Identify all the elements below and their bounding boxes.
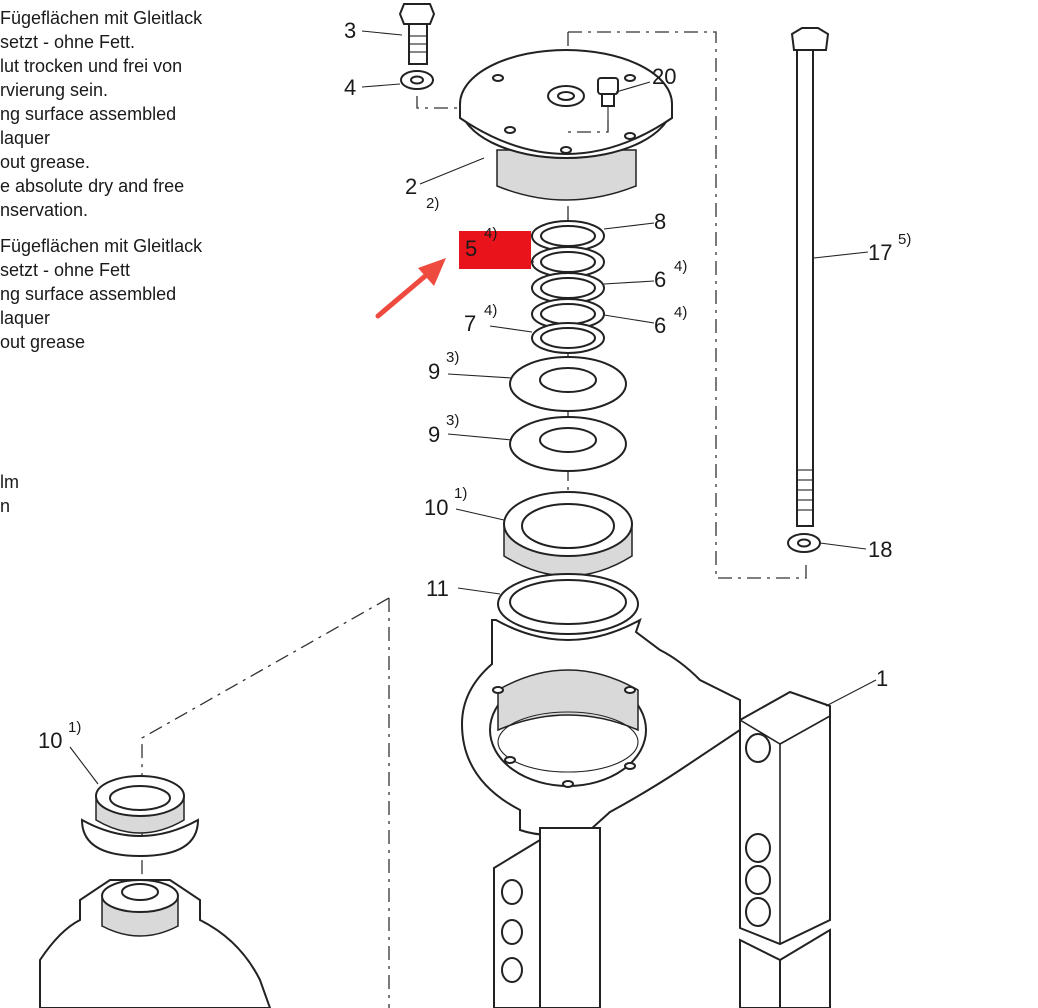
note-line: ng surface assembled [0,284,177,304]
callout-7: 7 [464,311,476,336]
note-line: setzt - ohne Fett. [0,32,136,52]
callout-10: 10 [424,495,448,520]
callout-4: 4 [344,75,356,100]
note-line: Fügeflächen mit Gleitlack [0,8,203,28]
note-line: n [0,496,11,516]
callout-10-note: 1) [454,485,467,502]
lower-detail-bushing [80,775,200,858]
note-line: e absolute dry and free [0,176,185,196]
callout-10-lower-note: 1) [68,719,81,736]
callout-6a-note: 4) [674,258,687,275]
assembly-center-lines [141,31,807,1008]
note-line: laquer [0,308,51,328]
callout-18: 18 [868,537,892,562]
note-line: out grease [0,332,86,352]
ring-part-11 [497,573,639,635]
note-line: lm [0,472,19,492]
washer-part-4 [400,70,434,90]
callout-9b: 9 [428,422,440,447]
callout-11: 11 [426,576,449,601]
callout-2: 2 [405,174,417,199]
callout-2-note: 2) [426,195,439,212]
note-line: ng surface assembled [0,104,177,124]
pointer-arrow [375,258,446,319]
callout-6a: 6 [654,267,666,292]
washer-part-18 [787,533,821,553]
note-line: setzt - ohne Fett [0,260,131,280]
grease-nipple-part-20 [568,77,619,133]
callout-10-lower: 10 [38,728,62,753]
note-line: out grease. [0,152,91,172]
callout-1: 1 [876,666,888,691]
highlight-box [459,231,531,269]
callout-8: 8 [654,209,666,234]
callout-6b: 6 [654,313,666,338]
thrust-washers-part-9 [509,356,627,472]
bolt-part-3 [398,3,436,65]
note-line: laquer [0,128,51,148]
note-line: lut trocken und frei von [0,56,183,76]
callout-20: 20 [652,64,676,89]
housing-part-1 [460,617,831,1008]
lower-detail-housing [39,879,272,1008]
long-bolt-part-17 [790,27,830,527]
callout-5: 5 [465,236,477,261]
leader-lines [69,30,877,785]
callout-7-note: 4) [484,302,497,319]
note-line: Fügeflächen mit Gleitlack [0,236,203,256]
bushing-part-10 [503,491,633,577]
callout-17: 17 [868,240,892,265]
callout-5-note: 4) [484,225,497,242]
top-plate-part-2 [459,49,673,201]
callout-9b-note: 3) [446,412,459,429]
callout-9a: 9 [428,359,440,384]
seal-ring-stack [531,220,605,354]
callout-6b-note: 4) [674,304,687,321]
callout-labels: 3 4 20 2 2) 8 5 4) 6 4) 7 4) 6 4) 9 3) 9… [38,18,911,753]
note-line: rvierung sein. [0,80,109,100]
callout-17-note: 5) [898,231,911,248]
note-line: nservation. [0,200,89,220]
callout-9a-note: 3) [446,349,459,366]
callout-3: 3 [344,18,356,43]
